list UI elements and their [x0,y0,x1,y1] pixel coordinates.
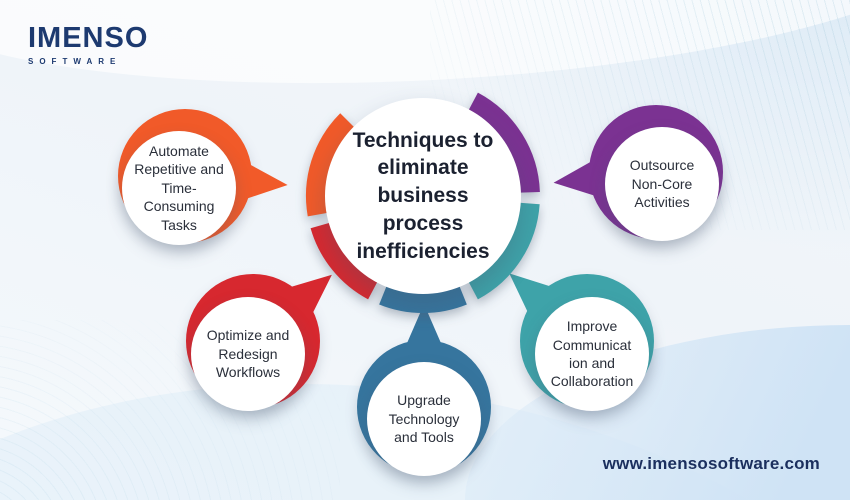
node-improve: Improve Communicat ion and Collaboration [535,297,649,411]
node-optimize-label: Optimize and Redesign Workflows [206,327,290,381]
brand-logo-subtext: SOFTWARE [28,57,122,66]
node-outsource: Outsource Non-Core Activities [605,127,719,241]
ring-arc-upgrade [379,285,467,313]
hub-circle: Techniques to eliminate business process… [325,98,521,294]
website-url: www.imensosoftware.com [602,454,820,473]
node-optimize: Optimize and Redesign Workflows [191,297,305,411]
ring-arc-outsource [468,92,540,193]
ring-arc-automate [305,113,355,217]
page-title: Techniques to eliminate business process… [352,128,494,263]
node-upgrade-label: Upgrade Technology and Tools [388,392,460,446]
node-automate: Automate Repetitive and Time- Consuming … [122,131,236,245]
brand-logo-text: IMENSO [28,22,149,54]
node-outsource-label: Outsource Non-Core Activities [629,157,695,211]
node-automate-label: Automate Repetitive and Time- Consuming … [134,142,224,233]
central-hub: Techniques to eliminate business process… [293,66,553,326]
hub-ring [305,92,540,313]
brand-logo: IMENSO SOFTWARE [28,22,149,67]
ring-arc-improve [468,202,540,300]
node-upgrade: Upgrade Technology and Tools [367,362,481,476]
node-improve-label: Improve Communicat ion and Collaboration [550,318,634,390]
ring-arc-optimize [310,222,378,300]
